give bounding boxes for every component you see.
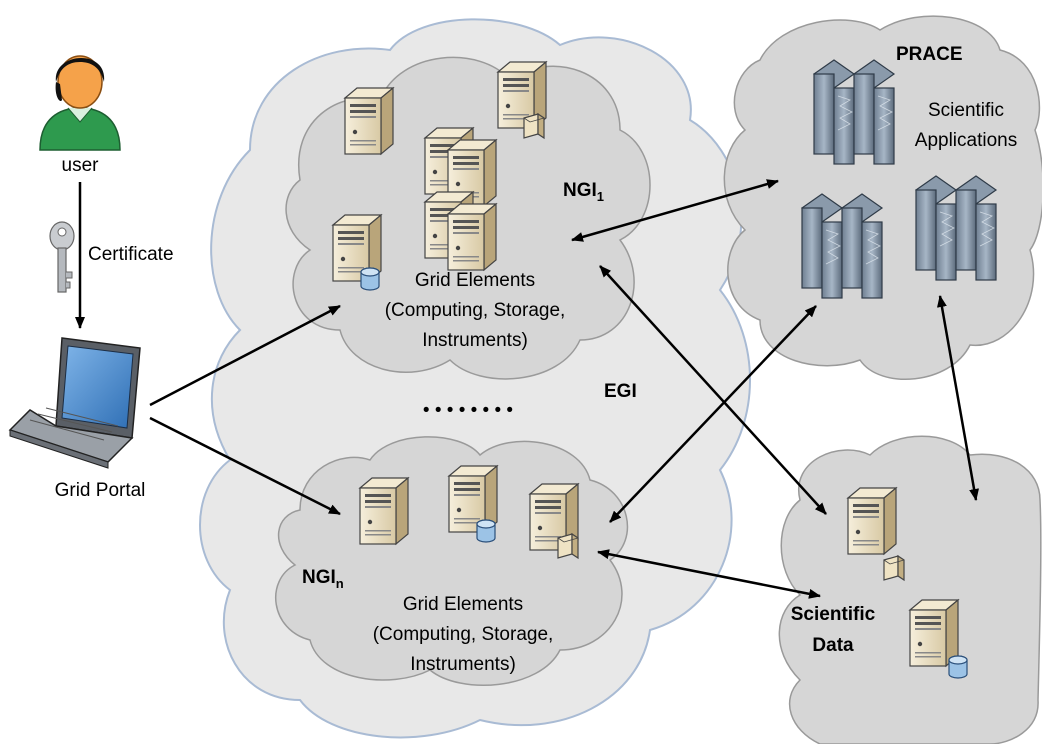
ellipsis-dots: • • • • • • • • (423, 400, 513, 421)
server-icon (359, 477, 409, 545)
supercomputer-icon (915, 175, 997, 281)
portal-to-ngi-1-arrow (149, 304, 341, 407)
prace-apps-line-2: Applications (915, 130, 1017, 151)
server-with-device-icon (529, 483, 579, 559)
ngi-1-elements-line-1: Grid Elements (415, 270, 535, 291)
scientific-data-line-1: Scientific (791, 604, 876, 625)
user-icon (39, 55, 121, 151)
ngi-n-elements-line-1: Grid Elements (403, 594, 523, 615)
server-with-storage-icon (909, 599, 968, 679)
scientific-data-line-2: Data (812, 635, 854, 656)
ngi-n-prace-arrow (609, 305, 817, 523)
ngi-n-elements-line-2: (Computing, Storage, (373, 624, 554, 645)
scientific-data-cloud (778, 435, 1042, 744)
server-with-storage-icon (448, 465, 498, 543)
server-cluster-icon (424, 127, 497, 271)
server-with-storage-icon (332, 214, 382, 291)
ngi-n-scientific-data-arrow (597, 549, 821, 599)
egi-label: EGI (604, 381, 637, 402)
laptop-icon (8, 337, 141, 469)
prace-apps-line-1: Scientific (928, 100, 1004, 121)
key-icon (49, 221, 75, 293)
user-label: user (62, 155, 100, 176)
ngi-n-label: NGIn (302, 567, 344, 591)
portal-to-ngi-n-arrow (149, 416, 341, 516)
server-with-device-icon (497, 61, 547, 139)
ngi-n-elements-line-3: Instruments) (410, 654, 516, 675)
prace-scientific-data-arrow (936, 295, 980, 501)
prace-label: PRACE (896, 44, 963, 65)
supercomputer-icon (801, 193, 883, 299)
supercomputer-icon (813, 59, 895, 165)
ngi-1-elements-line-3: Instruments) (422, 330, 528, 351)
server-icon (344, 87, 394, 155)
certificate-label: Certificate (88, 244, 174, 265)
grid-portal-label: Grid Portal (55, 480, 146, 501)
ngi-1-prace-arrow (571, 179, 779, 242)
ngi-1-elements-line-2: (Computing, Storage, (385, 300, 566, 321)
